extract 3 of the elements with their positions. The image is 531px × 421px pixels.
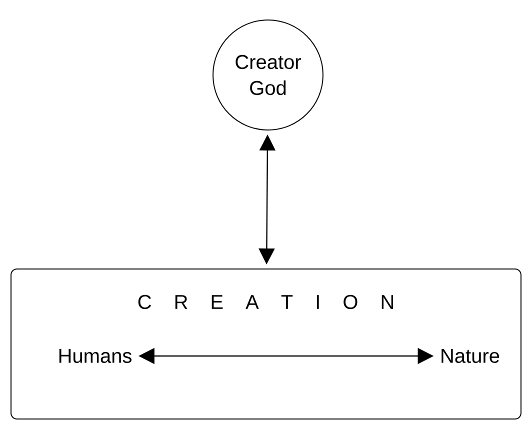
node-label: Humans xyxy=(59,349,132,363)
node-label: Nature xyxy=(442,349,500,363)
circle-node: Creator God xyxy=(212,20,324,130)
